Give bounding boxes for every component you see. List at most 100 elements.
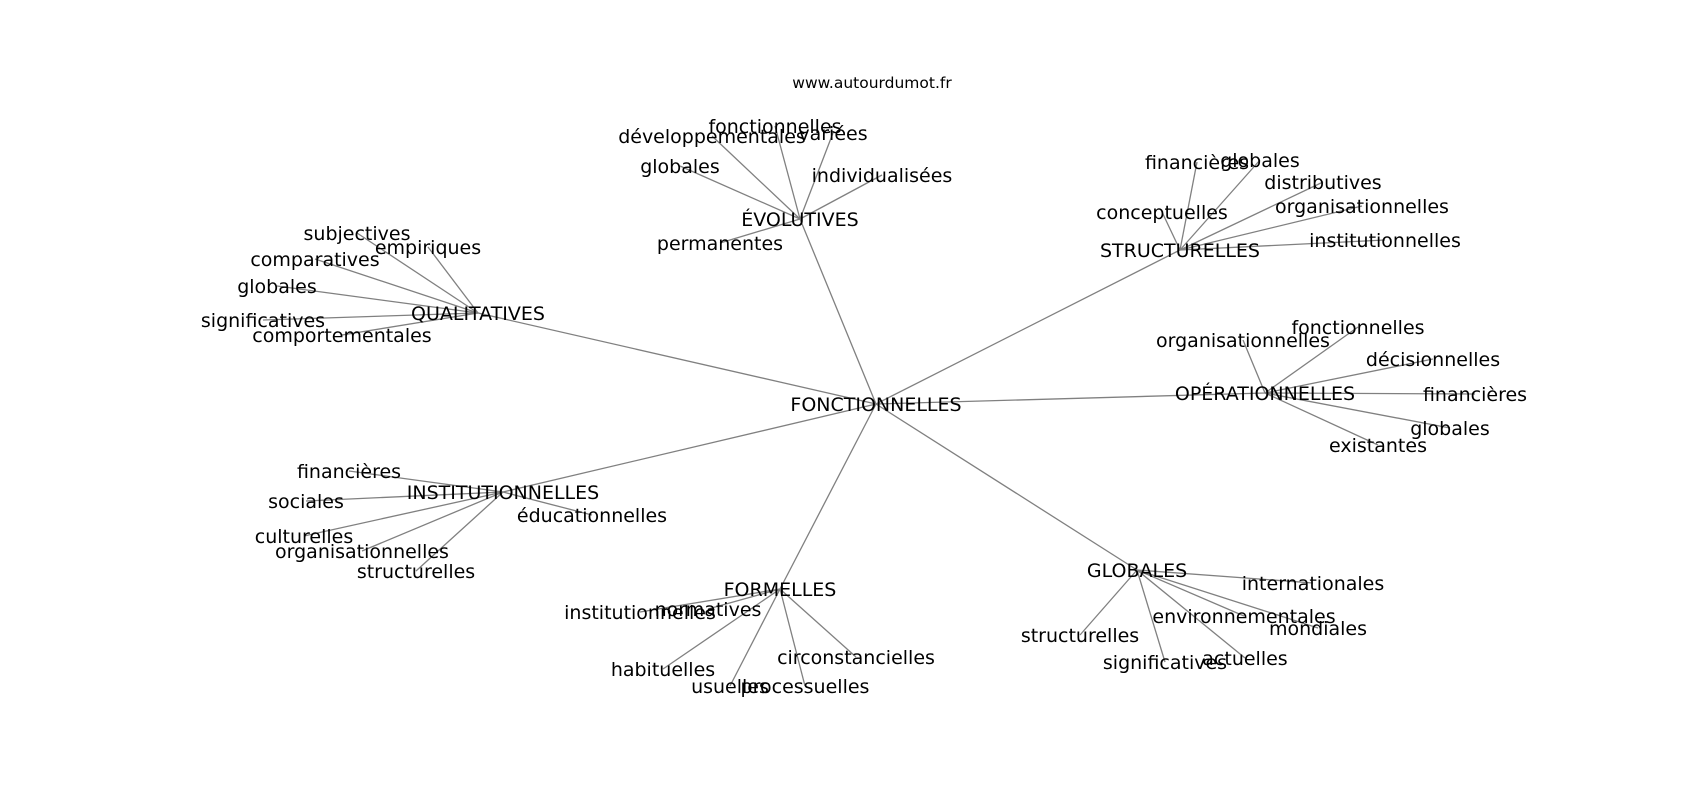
edge-hub-to-leaf	[1242, 339, 1266, 394]
edge-hub-to-leaf	[1264, 392, 1451, 429]
edge-hub-to-leaf	[1264, 392, 1379, 446]
edge-hub-to-leaf	[356, 232, 479, 314]
edge-hub-to-leaf	[1161, 211, 1181, 251]
edge-center-to-hub	[477, 312, 877, 405]
edge-center-to-hub	[799, 218, 877, 405]
edge-hub-to-leaf	[1136, 569, 1166, 663]
leaf-node-label: institutionnelles	[564, 602, 716, 624]
leaf-node-label: décisionnelles	[1366, 349, 1500, 371]
leaf-node-label: organisationnelles	[1156, 330, 1330, 352]
leaf-node-label: usuelles	[691, 676, 769, 698]
leaf-node-label: structurelles	[357, 561, 475, 583]
leaf-node-label: individualisées	[812, 165, 953, 187]
edge-hub-to-leaf	[1179, 161, 1198, 251]
leaf-node-label: globales	[1220, 150, 1300, 172]
edge-hub-to-leaf	[415, 491, 504, 572]
edge-hub-to-leaf	[1136, 569, 1319, 629]
labels: FONCTIONNELLESÉVOLUTIVESfonctionnellesdé…	[201, 116, 1527, 698]
leaf-node-label: structurelles	[1021, 625, 1139, 647]
edge-hub-to-leaf	[711, 135, 801, 220]
leaf-node-label: financières	[297, 461, 401, 483]
edge-hub-to-leaf	[341, 312, 479, 336]
leaf-node-label: globales	[640, 156, 720, 178]
edge-hub-to-leaf	[779, 588, 806, 687]
leaf-node-label: normatives	[655, 599, 762, 621]
edge-hub-to-leaf	[1264, 326, 1359, 394]
hub-node-label: QUALITATIVES	[411, 303, 545, 325]
leaf-node-label: permanentes	[657, 233, 783, 255]
leaf-node-label: processuelles	[741, 676, 870, 698]
edge-hub-to-leaf	[348, 470, 504, 493]
hub-node-label: ÉVOLUTIVES	[741, 208, 858, 231]
edge-center-to-hub	[502, 403, 877, 493]
edge-hub-to-leaf	[1136, 569, 1314, 584]
edge-hub-to-leaf	[1136, 569, 1246, 659]
edge-center-to-hub	[875, 392, 1266, 405]
edge-center-to-hub	[875, 403, 1138, 571]
edge-center-to-hub	[875, 249, 1181, 405]
edge-hub-to-leaf	[1136, 569, 1245, 617]
leaf-node-label: comportementales	[252, 325, 431, 347]
edge-hub-to-leaf	[662, 588, 781, 670]
edge-hub-to-leaf	[799, 132, 834, 220]
leaf-node-label: significatives	[1103, 652, 1227, 674]
leaf-node-label: circonstancielles	[777, 647, 935, 669]
edge-hub-to-leaf	[1179, 159, 1261, 251]
leaf-node-label: organisationnelles	[1275, 196, 1449, 218]
edge-hub-to-leaf	[305, 491, 504, 502]
edge-hub-to-leaf	[1179, 205, 1363, 251]
leaf-node-label: financières	[1145, 152, 1249, 174]
leaf-node-label: distributives	[1264, 172, 1381, 194]
edge-hub-to-leaf	[314, 258, 479, 314]
leaf-node-label: fonctionnelles	[708, 116, 841, 138]
leaf-node-label: financières	[1423, 384, 1527, 406]
leaf-node-label: comparatives	[250, 249, 379, 271]
edge-hub-to-leaf	[1264, 358, 1434, 394]
edge-hub-to-leaf	[262, 312, 479, 321]
site-watermark: www.autourdumot.fr	[792, 74, 952, 92]
hub-node-label: GLOBALES	[1087, 560, 1187, 582]
leaf-node-label: éducationnelles	[517, 505, 667, 527]
edge-hub-to-leaf	[1179, 181, 1324, 251]
edge-hub-to-leaf	[779, 588, 857, 658]
edge-hub-to-leaf	[639, 588, 781, 613]
leaf-node-label: empiriques	[375, 237, 481, 259]
leaf-node-label: développementales	[618, 126, 806, 148]
edge-hub-to-leaf	[774, 125, 801, 220]
leaf-node-label: conceptuelles	[1096, 202, 1228, 224]
edge-hub-to-leaf	[1264, 392, 1476, 395]
edge-hub-to-leaf	[799, 174, 883, 220]
leaf-node-label: globales	[237, 276, 317, 298]
leaf-node-label: significatives	[201, 310, 325, 332]
hub-node-label: OPÉRATIONNELLES	[1175, 382, 1355, 405]
edge-hub-to-leaf	[361, 491, 504, 552]
leaf-node-label: sociales	[268, 491, 344, 513]
leaf-node-label: fonctionnelles	[1291, 317, 1424, 339]
edge-hub-to-leaf	[1079, 569, 1138, 636]
edge-hub-to-leaf	[276, 285, 479, 314]
leaf-node-label: environnementales	[1152, 606, 1335, 628]
edge-hub-to-leaf	[707, 588, 781, 610]
edge-hub-to-leaf	[1179, 239, 1386, 251]
leaf-node-label: culturelles	[255, 526, 354, 548]
edge-hub-to-leaf	[427, 246, 479, 314]
edge-hub-to-leaf	[303, 491, 504, 537]
leaf-node-label: organisationnelles	[275, 541, 449, 563]
hub-node-label: FORMELLES	[724, 579, 837, 601]
leaf-node-label: internationales	[1242, 573, 1385, 595]
leaf-node-label: subjectives	[304, 223, 411, 245]
hub-node-label: INSTITUTIONNELLES	[407, 482, 599, 504]
leaf-node-label: globales	[1410, 418, 1490, 440]
hub-node-label: STRUCTURELLES	[1100, 240, 1260, 262]
leaf-node-label: existantes	[1329, 435, 1427, 457]
leaf-node-label: variées	[798, 123, 867, 145]
leaf-node-label: mondiales	[1269, 618, 1367, 640]
edge-center-to-hub	[779, 403, 877, 590]
edge-hub-to-leaf	[729, 588, 781, 687]
center-node-label: FONCTIONNELLES	[790, 394, 961, 416]
edge-hub-to-leaf	[719, 218, 801, 244]
leaf-node-label: habituelles	[611, 659, 715, 681]
leaf-node-label: actuelles	[1202, 648, 1287, 670]
edge-hub-to-leaf	[502, 491, 593, 516]
